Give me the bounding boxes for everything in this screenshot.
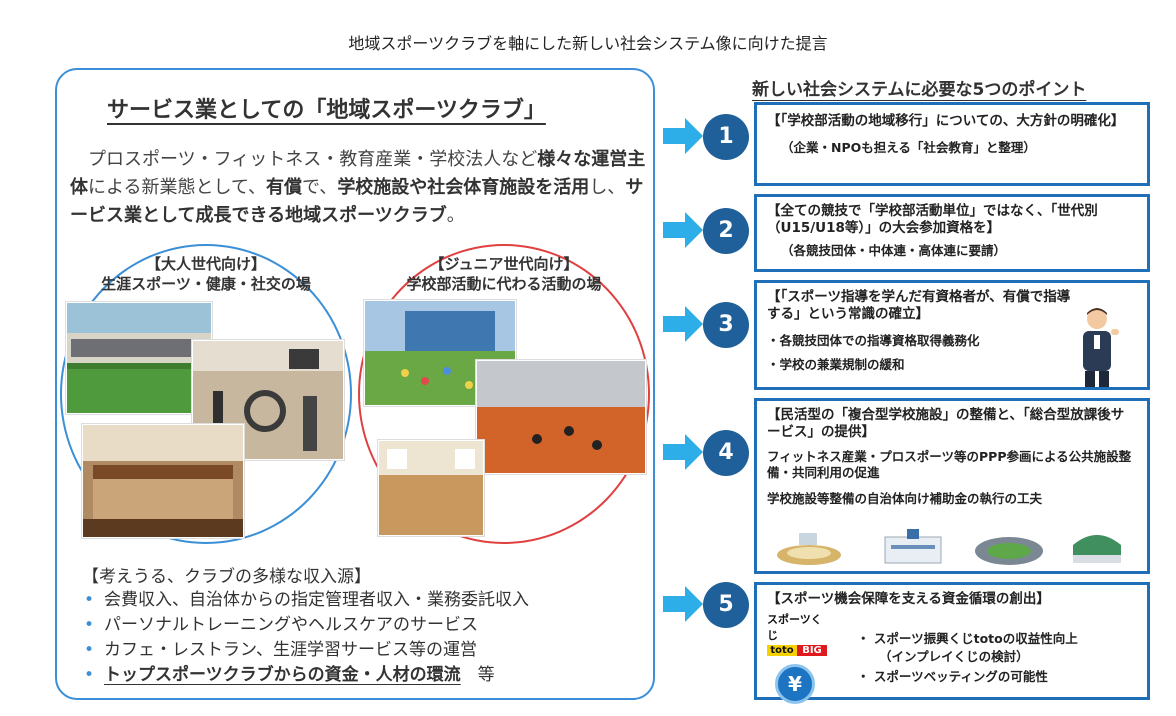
yen-icon: ¥ <box>775 664 815 704</box>
court-photo <box>476 360 646 474</box>
arrow-right-icon <box>663 118 703 154</box>
point-title: 【民活型の「複合型学校施設」の整備と、「総合型放課後サービス」の提供】 <box>767 407 1125 440</box>
points-heading: 新しい社会システムに必要な5つのポイント <box>752 80 1087 100</box>
coach-person-icon <box>1083 308 1119 387</box>
point-number-1: 1 <box>703 114 749 160</box>
junior-title-line2: 学校部活動に代わる活動の場 <box>406 275 602 293</box>
facility-icons <box>777 529 1121 565</box>
logo-brand: スポーツくじ <box>767 613 822 642</box>
adult-title-line1: 【大人世代向け】 <box>145 255 266 273</box>
arrow-right-icon <box>663 586 703 622</box>
point-sub: ・ スポーツベッティングの可能性 <box>857 669 1048 684</box>
left-heading: サービス業としての「地域スポーツクラブ」 <box>107 98 546 123</box>
point-box-2: 【全ての競技で「学校部活動単位」ではなく、「世代別（U15/U18等）」の大会参… <box>754 194 1150 272</box>
list-item: •パーソナルトレーニングやヘルスケアのサービス <box>84 613 529 638</box>
bullet-icon: • <box>84 640 95 660</box>
cafe-photo <box>82 424 244 538</box>
left-panel <box>55 68 655 700</box>
point-number-3: 3 <box>703 302 749 348</box>
point-box-3: 【「スポーツ指導を学んだ有資格者が、有償で指導する」という常識の確立】 ・各競技… <box>754 280 1150 390</box>
page-title: 地域スポーツクラブを軸にした新しい社会システム像に向けた提言 <box>348 34 828 53</box>
point-sub: （各競技団体・中体連・高体連に要請） <box>781 243 1007 258</box>
point-box-5: 【スポーツ機会保障を支える資金循環の創出】 スポーツくじ toto BIG ¥ … <box>754 582 1150 704</box>
school-building-icon <box>884 529 942 564</box>
point-title: 【スポーツ機会保障を支える資金循環の創出】 <box>767 591 1050 607</box>
bullet-icon: • <box>84 615 95 635</box>
hall-photo <box>378 440 484 536</box>
revenue-list: •会費収入、自治体からの指定管理者収入・業務委託収入 •パーソナルトレーニングや… <box>84 588 529 688</box>
point-number-4: 4 <box>703 430 749 476</box>
point-title: 【「スポーツ指導を学んだ有資格者が、有償で指導する」という常識の確立】 <box>767 289 1071 322</box>
sports-lottery-logo: スポーツくじ toto BIG ¥ <box>767 611 827 704</box>
point-sub: ・学校の兼業規制の緩和 <box>767 357 905 372</box>
adult-title: 【大人世代向け】 生涯スポーツ・健康・社交の場 <box>60 254 352 294</box>
field-icon <box>777 533 841 565</box>
point-sub: ・ スポーツ振興くじtotoの収益性向上 <box>857 631 1078 646</box>
junior-title: 【ジュニア世代向け】 学校部活動に代わる活動の場 <box>358 254 650 294</box>
stadium-icon <box>975 537 1043 565</box>
point-sub: ・各競技団体での指導資格取得義務化 <box>767 333 980 348</box>
point-box-1: 【「学校部活動の地域移行」についての、大方針の明確化】 （企業・NPOも担える「… <box>754 102 1150 186</box>
adult-circle <box>60 244 352 544</box>
point-title: 【全ての競技で「学校部活動単位」ではなく、「世代別（U15/U18等）」の大会参… <box>767 203 1098 236</box>
toto-logo: toto <box>767 645 797 656</box>
point-sub: （企業・NPOも担える「社会教育」と整理） <box>781 140 1036 155</box>
junior-title-line1: 【ジュニア世代向け】 <box>429 255 579 273</box>
arrow-right-icon <box>663 306 703 342</box>
revenue-heading: 【考えうる、クラブの多様な収入源】 <box>82 567 371 587</box>
list-item: •カフェ・レストラン、生涯学習サービス等の運営 <box>84 638 529 663</box>
point-sub: （インプレイくじの検討） <box>879 649 1029 664</box>
list-item: •会費収入、自治体からの指定管理者収入・業務委託収入 <box>84 588 529 613</box>
point-box-4: 【民活型の「複合型学校施設」の整備と、「総合型放課後サービス」の提供】 フィット… <box>754 398 1150 574</box>
point-number-2: 2 <box>703 208 749 254</box>
bullet-icon: • <box>84 590 95 610</box>
gymnasium-icon <box>1073 535 1121 563</box>
list-item: •トップスポーツクラブからの資金・人材の環流 等 <box>84 663 529 688</box>
point-sub: 学校施設等整備の自治体向け補助金の執行の工夫 <box>767 491 1043 506</box>
stadium-photo <box>66 302 212 414</box>
gym-photo <box>192 340 344 460</box>
point-subs: ・ スポーツ振興くじtotoの収益性向上 （インプレイくじの検討） ・ スポーツ… <box>857 631 1078 685</box>
point-sub: フィットネス産業・プロスポーツ等のPPP参画による公共施設整備・共同利用の促進 <box>767 449 1132 480</box>
point-number-5: 5 <box>703 582 749 628</box>
junior-circle <box>358 244 650 544</box>
adult-title-line2: 生涯スポーツ・健康・社交の場 <box>101 275 311 293</box>
big-logo: BIG <box>797 645 827 656</box>
arrow-right-icon <box>663 434 703 470</box>
point-title: 【「学校部活動の地域移行」についての、大方針の明確化】 <box>767 113 1125 129</box>
bullet-icon: • <box>84 665 95 685</box>
arrow-right-icon <box>663 212 703 248</box>
intro-paragraph: プロスポーツ・フィットネス・教育産業・学校法人など様々な運営主体による新業態とし… <box>70 149 646 226</box>
